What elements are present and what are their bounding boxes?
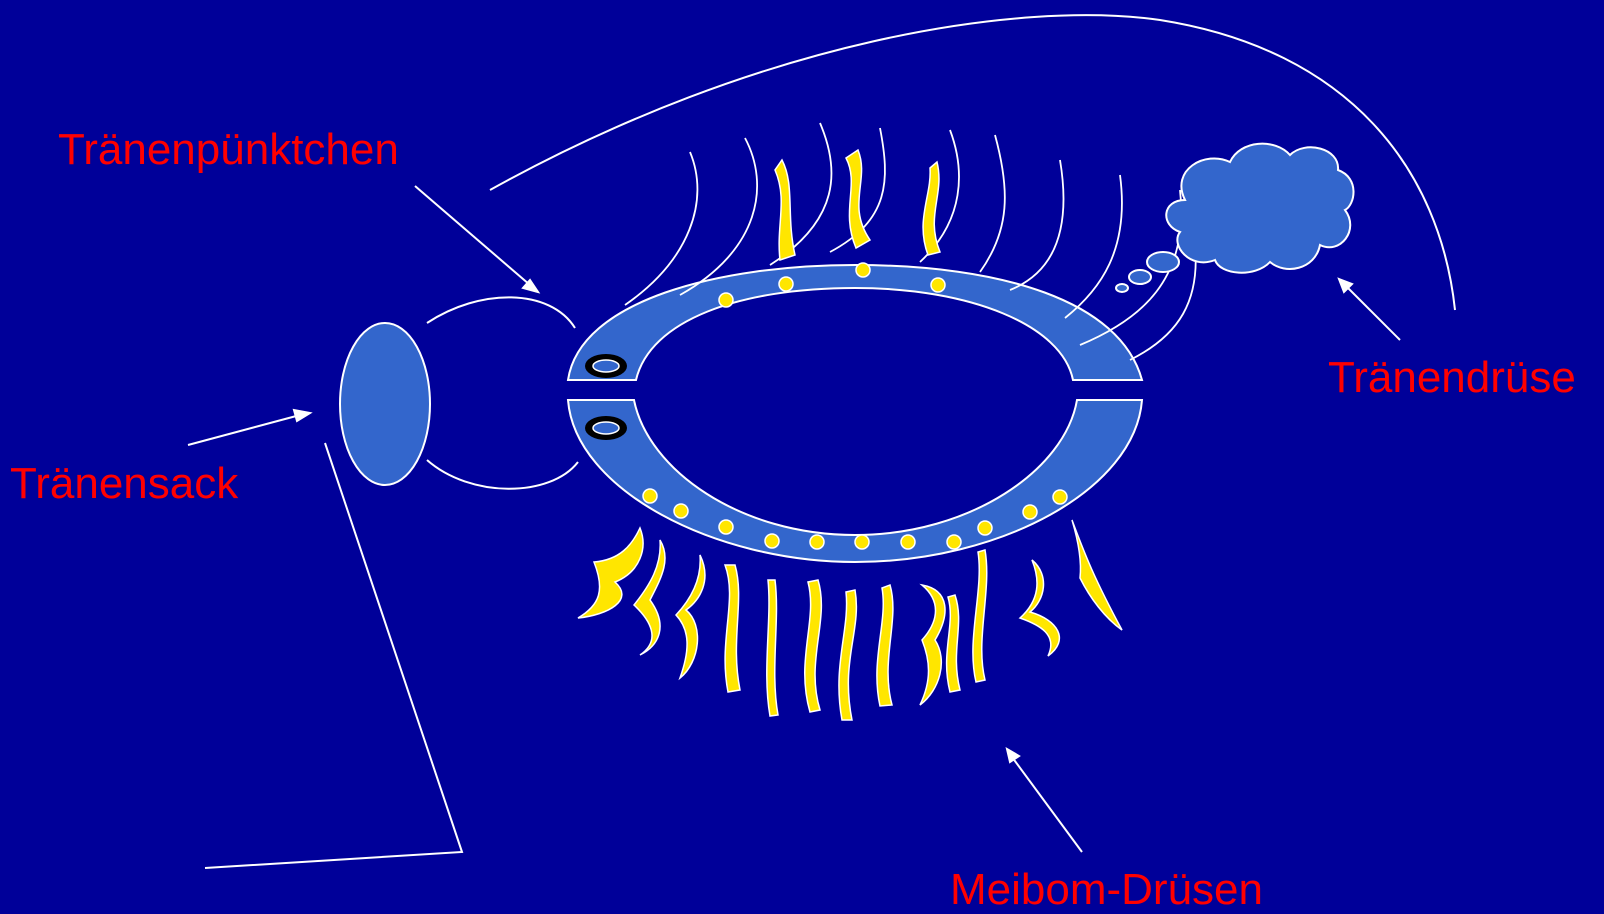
lower-canaliculus [427,460,578,489]
arrow-sac [188,410,310,445]
upper-meibomian-glands [775,150,940,260]
arrow-gland [1339,279,1400,340]
lower-punctum-icon [585,416,627,440]
meibom-label: Meibom-Drüsen [950,868,1263,912]
eyelashes [625,123,1196,360]
sac-label: Tränensack [10,462,238,506]
arrow-meibom [1007,749,1082,852]
gland-label: Tränendrüse [1328,356,1576,400]
upper-punctum-icon [585,354,627,378]
lacrimal-sac [340,323,430,485]
lacrimal-gland-icon [1116,144,1354,292]
nasolacrimal-duct [205,443,462,868]
arrow-punctum [415,186,538,292]
punctum-label: Tränenpünktchen [58,128,399,172]
lower-eyelid [568,400,1142,562]
upper-canaliculus [427,297,575,328]
